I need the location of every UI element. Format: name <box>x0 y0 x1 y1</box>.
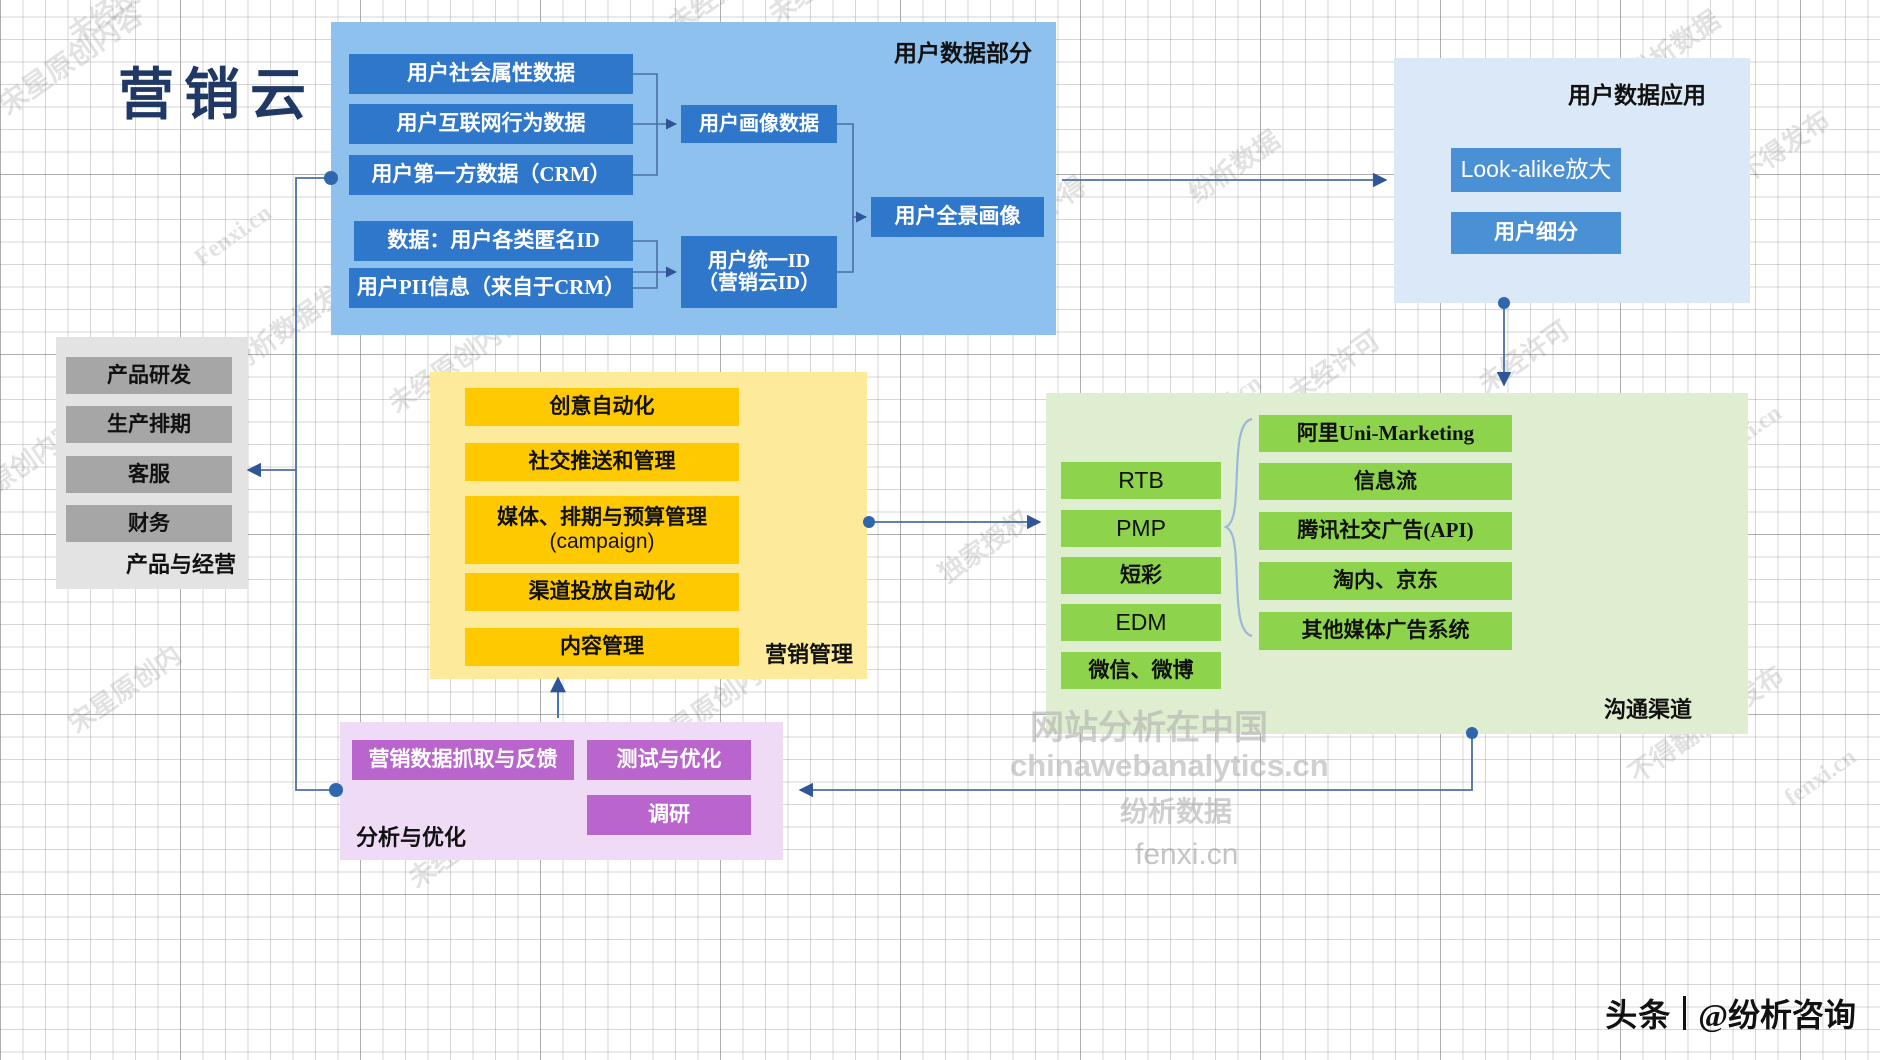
watermark-site-en: chinawebanalytics.cn <box>1010 748 1329 783</box>
wire-channels-to-analytics <box>798 727 1478 798</box>
brand-account: @纷析咨询 <box>1698 997 1856 1033</box>
chip-user-segmentation[interactable]: 用户细分 <box>1451 212 1621 254</box>
chip-other-media-ad-systems[interactable]: 其他媒体广告系统 <box>1259 612 1512 650</box>
watermark-text: 未经许可 <box>1473 315 1576 399</box>
chip-look-alike[interactable]: Look-alike放大 <box>1451 148 1621 192</box>
watermark-text: 纷析数据 <box>1183 125 1286 209</box>
chip-marketing-data-capture-feedback[interactable]: 营销数据抓取与反馈 <box>352 740 574 780</box>
watermark-text: fenxi.cn <box>1780 743 1861 812</box>
watermark-fenxi: fenxi.cn <box>1135 838 1239 871</box>
chip-social-push-management[interactable]: 社交推送和管理 <box>465 443 739 481</box>
chip-user-anonymous-ids[interactable]: 数据：用户各类匿名ID <box>354 221 633 261</box>
chip-tencent-social-ads-api[interactable]: 腾讯社交广告(API) <box>1259 512 1512 550</box>
wire-application-to-channels <box>1496 297 1512 387</box>
chip-user-profile-data[interactable]: 用户画像数据 <box>681 105 837 143</box>
chip-feed-ads[interactable]: 信息流 <box>1259 463 1512 500</box>
chip-media-schedule-budget-line1: 媒体、排期与预算管理 <box>497 505 707 530</box>
chip-user-unified-id-line2: （营销云ID） <box>697 272 821 294</box>
page-title: 营销云 <box>118 65 316 127</box>
chip-customer-service[interactable]: 客服 <box>66 456 232 493</box>
panel-marketing-management-title: 营销管理 <box>764 642 853 667</box>
panel-user-data-application-title: 用户数据应用 <box>1568 83 1706 108</box>
brand-toutiao: 头条 <box>1605 997 1672 1033</box>
chip-media-schedule-budget[interactable]: 媒体、排期与预算管理 (campaign) <box>465 496 739 564</box>
chip-production-schedule[interactable]: 生产排期 <box>66 406 232 443</box>
panel-analytics-optimization-title: 分析与优化 <box>356 825 467 850</box>
chip-user-internet-behavior[interactable]: 用户互联网行为数据 <box>349 104 633 144</box>
chip-user-first-party-crm[interactable]: 用户第一方数据（CRM） <box>349 155 633 195</box>
chip-product-rd[interactable]: 产品研发 <box>66 357 232 394</box>
chip-sms-mms[interactable]: 短彩 <box>1061 557 1221 594</box>
chip-content-management[interactable]: 内容管理 <box>465 628 739 666</box>
chip-user-social-attr[interactable]: 用户社会属性数据 <box>349 54 633 94</box>
watermark-text: 宋星原创内 <box>63 640 187 739</box>
chip-test-optimize[interactable]: 测试与优化 <box>587 740 751 780</box>
panel-product-ops-title: 产品与经营 <box>125 552 236 577</box>
panel-communication-channels-title: 沟通渠道 <box>1603 697 1692 722</box>
chip-creative-automation[interactable]: 创意自动化 <box>465 388 739 426</box>
chip-user-unified-id[interactable]: 用户统一ID （营销云ID） <box>681 236 837 308</box>
chip-pmp[interactable]: PMP <box>1061 510 1221 547</box>
brand-footer: 头条 @纷析咨询 <box>1605 990 1856 1036</box>
watermark-text: 未经授权翻制或发布 <box>60 0 273 50</box>
chip-finance[interactable]: 财务 <box>66 505 232 542</box>
brand-divider <box>1683 996 1687 1030</box>
watermark-text: Fenxi.cn <box>190 199 277 272</box>
watermark-analysis: 纷析数据 <box>1120 797 1233 828</box>
chip-alibaba-uni-marketing[interactable]: 阿里Uni-Marketing <box>1259 415 1512 452</box>
wire-analytics-to-left <box>246 177 336 791</box>
chip-research[interactable]: 调研 <box>587 795 751 835</box>
chip-user-pii-crm[interactable]: 用户PII信息（来自于CRM） <box>349 268 633 308</box>
wire-marketing-to-channels <box>863 514 1042 530</box>
panel-user-data-title: 用户数据部分 <box>894 41 1032 66</box>
chip-wechat-weibo[interactable]: 微信、微博 <box>1061 652 1221 689</box>
watermark-text: 独家授权 <box>933 505 1036 589</box>
chip-user-panoramic-profile[interactable]: 用户全景画像 <box>871 197 1044 237</box>
chip-rtb[interactable]: RTB <box>1061 462 1221 499</box>
chip-user-unified-id-line1: 用户统一ID <box>707 249 811 272</box>
chip-taobao-jd[interactable]: 淘内、京东 <box>1259 562 1512 600</box>
chip-edm[interactable]: EDM <box>1061 604 1221 641</box>
chip-media-schedule-budget-line2: (campaign) <box>549 530 655 553</box>
chip-channel-delivery-automation[interactable]: 渠道投放自动化 <box>465 573 739 611</box>
